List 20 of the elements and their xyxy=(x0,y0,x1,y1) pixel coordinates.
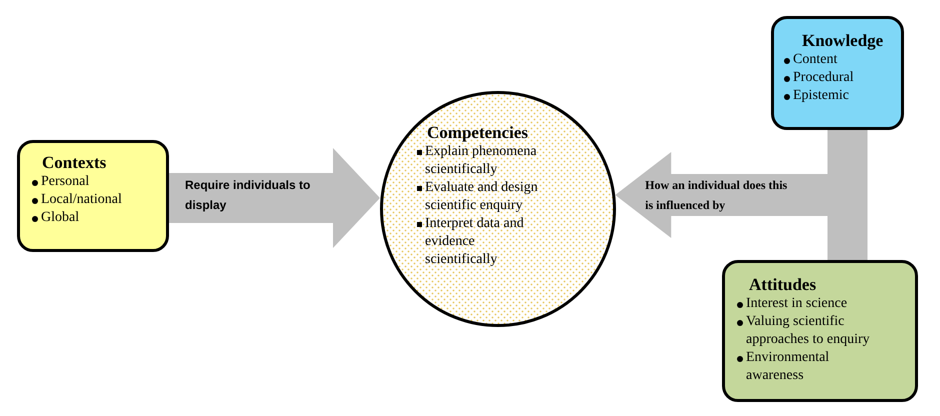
list-item: Global xyxy=(41,209,80,227)
heading: Contexts xyxy=(41,153,108,173)
list-item: Personal xyxy=(41,173,90,191)
list-item: Environmental awareness xyxy=(746,349,830,385)
competencies-circle xyxy=(380,91,616,327)
list-item: Evaluate and design scientific enquiry xyxy=(425,179,539,215)
rounded-box xyxy=(17,140,169,252)
heading: Knowledge xyxy=(801,31,884,51)
heading: Competencies xyxy=(426,123,530,143)
list-item: Content xyxy=(793,51,838,69)
list-item: Valuing scientific approaches to enquiry xyxy=(746,313,871,349)
list-item: Epistemic xyxy=(793,87,849,105)
list-item: Local/national xyxy=(41,191,122,209)
list-item: Interest in science xyxy=(746,295,848,313)
list-item: Procedural xyxy=(793,69,854,87)
heading: Attitudes xyxy=(748,275,818,295)
list-item: Explain phenomena scientifically xyxy=(425,143,538,179)
rounded-box xyxy=(722,260,918,402)
list-item: Interpret data and evidence scientifically xyxy=(425,215,525,269)
rounded-box xyxy=(771,16,904,130)
